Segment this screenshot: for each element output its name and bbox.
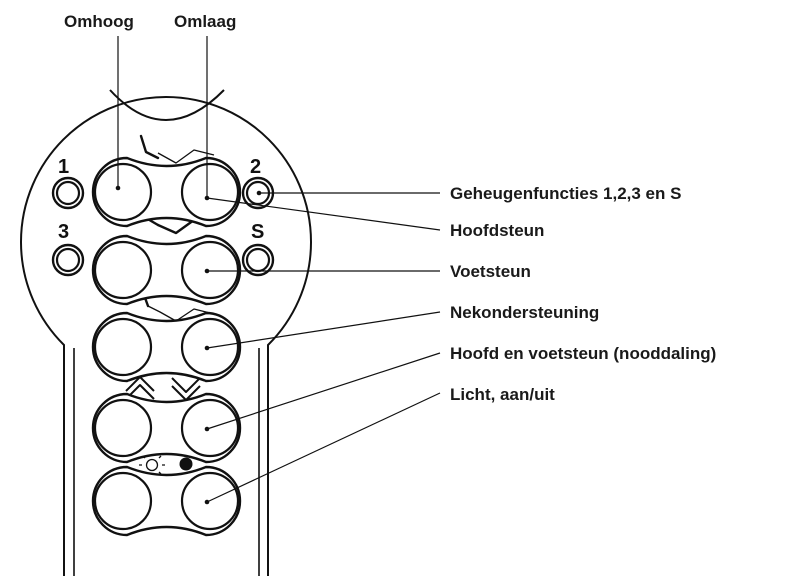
foot-up-button[interactable] — [93, 240, 153, 300]
up-label: Omhoog — [64, 12, 134, 31]
head-down-button[interactable] — [180, 162, 240, 222]
foot-down-button[interactable] — [180, 240, 240, 300]
dot-up — [115, 185, 121, 191]
memory-number-s: S — [251, 221, 264, 243]
down-label: Omlaag — [174, 12, 236, 31]
light-up-button[interactable] — [93, 471, 153, 531]
leader-neck — [206, 311, 441, 349]
neck-button-pair — [91, 311, 242, 383]
light-button-pair — [91, 465, 242, 537]
leader-light — [206, 392, 441, 503]
headrest-label: Hoofdsteun — [450, 221, 544, 240]
neck-up-button[interactable] — [93, 317, 153, 377]
memory-number-3: 3 — [58, 221, 69, 243]
neck-support-label: Nekondersteuning — [450, 303, 599, 322]
emergency-button-pair — [91, 392, 242, 464]
memory-number-2: 2 — [250, 156, 261, 178]
memory-number-1: 1 — [58, 156, 69, 178]
head-up-button[interactable] — [93, 162, 153, 222]
leader-emergency — [206, 352, 441, 430]
remote-body-inner-edge — [73, 348, 260, 576]
emergency-up-button[interactable] — [93, 398, 153, 458]
memory-button-1[interactable] — [51, 176, 85, 210]
dot-memory — [256, 190, 262, 196]
light-toggle-label: Licht, aan/uit — [450, 385, 555, 404]
remote-top-cap — [109, 89, 225, 121]
memory-functions-label: Geheugenfuncties 1,2,3 en S — [450, 184, 681, 203]
dot-down — [204, 195, 210, 201]
foot-button-pair — [91, 234, 242, 306]
memory-button-3[interactable] — [51, 243, 85, 277]
leader-head — [206, 197, 441, 231]
footrest-label: Voetsteun — [450, 262, 531, 281]
head-button-pair — [91, 156, 242, 228]
emergency-lowering-label: Hoofd en voetsteun (nooddaling) — [450, 344, 716, 363]
headrest-position-icon — [139, 134, 215, 164]
dot-light — [204, 499, 210, 505]
dot-emergency — [204, 426, 210, 432]
dot-foot — [204, 268, 210, 274]
dot-neck — [204, 345, 210, 351]
memory-button-s[interactable] — [241, 243, 275, 277]
